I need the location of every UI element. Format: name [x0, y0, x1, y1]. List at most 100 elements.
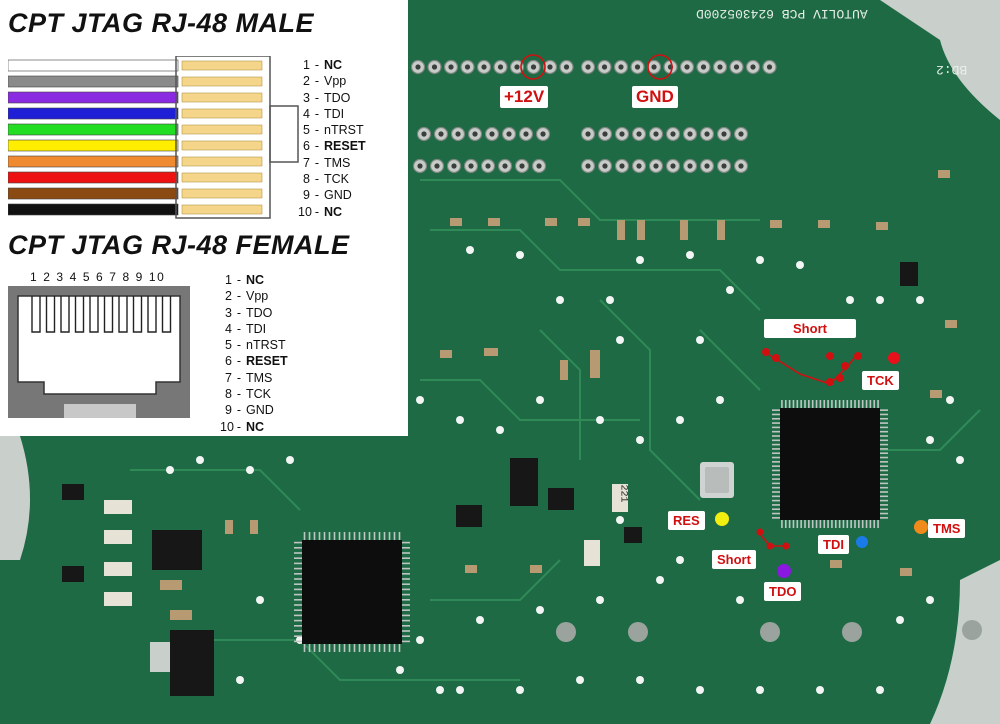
via: [456, 416, 464, 424]
wire-7: [8, 155, 179, 168]
header-row2-right-pin-center: [653, 131, 659, 137]
header-row3-right-pin-center: [721, 163, 727, 169]
pin-separator: -: [236, 403, 242, 418]
label-tms: TMS: [928, 519, 966, 538]
pin-number: 4: [303, 106, 310, 121]
heatsink-tab: [150, 642, 170, 672]
header-row2-left-pin-center: [489, 131, 495, 137]
mcu-lead: [880, 452, 888, 455]
mcu-lead: [402, 640, 410, 643]
header-row2-right-pin-center: [738, 131, 744, 137]
mcu-lead: [854, 520, 856, 528]
mcu-lead: [294, 578, 302, 580]
mcu-lead: [880, 456, 888, 459]
header-row1-left-pin-center: [497, 64, 504, 70]
jack-pin-3: [60, 296, 70, 333]
header-row3-right-pin-center: [687, 163, 693, 169]
header-row1-right-pin-center: [601, 64, 608, 70]
header-row2-left-pin-center: [421, 131, 427, 137]
via: [476, 616, 484, 624]
mcu-lead: [880, 417, 888, 420]
via: [636, 256, 644, 264]
mcu-lead: [772, 486, 780, 489]
mcu-lead: [842, 520, 845, 528]
header-row3-left-pin-center: [434, 163, 440, 169]
header-row1-left-pin-center: [563, 64, 570, 70]
header-row3-right-pin-center: [670, 163, 676, 169]
mcu-lead: [303, 644, 306, 652]
via: [946, 396, 954, 404]
header-row1-left-pin-center: [514, 64, 520, 70]
female-pin-5: 5-nTRST: [220, 337, 288, 353]
mcu-lead: [815, 400, 818, 408]
pin-number: 9: [225, 403, 232, 418]
mcu-lead: [854, 400, 856, 408]
mcu-lead: [811, 520, 814, 528]
via: [726, 286, 734, 294]
pin-separator: -: [236, 338, 242, 353]
pin-separator: -: [236, 289, 242, 304]
mcu-lead: [294, 562, 302, 565]
wire-6: [8, 139, 179, 152]
male-pin-1: 1-NC: [298, 57, 366, 73]
mcu-lead: [811, 400, 814, 408]
mcu-lead: [784, 400, 787, 408]
mcu-lead: [846, 520, 849, 528]
mcu-body: [780, 408, 880, 520]
mcu-lead: [772, 469, 780, 472]
via: [636, 676, 644, 684]
header-row3-left-pin-center: [485, 163, 491, 169]
mcu-lead: [402, 541, 410, 544]
header-row3-right-pin-center: [738, 163, 744, 169]
jack-pin-5: [89, 296, 99, 333]
mcu-lead: [834, 400, 837, 408]
mcu-lead: [402, 625, 410, 627]
header-row3-left-pin-center: [468, 163, 474, 169]
mcu-lead: [402, 630, 410, 632]
mcu-lead: [772, 422, 780, 424]
pin-name: Vpp: [246, 289, 269, 304]
header-row3-left-pin-center: [519, 163, 525, 169]
mcu-lead: [294, 547, 302, 549]
mcu-lead: [772, 478, 780, 480]
mcu-lead: [402, 562, 410, 565]
mcu-lead: [800, 400, 802, 408]
male-pin-9: 9-GND: [298, 187, 366, 203]
smd-components: [160, 170, 957, 620]
mcu-lead: [834, 520, 837, 528]
mcu-lead: [294, 593, 302, 596]
pin-name: nTRST: [246, 338, 286, 353]
male-pin-2: 2-Vpp: [298, 73, 366, 89]
mcu-lead: [772, 409, 780, 411]
via: [466, 246, 474, 254]
header-row1-right-pin-center: [717, 64, 723, 70]
jack-pin-10: [161, 296, 172, 333]
mcu-lead: [880, 517, 888, 519]
male-pin-6: 6-RESET: [298, 138, 366, 154]
mcu-lead: [861, 400, 864, 408]
header-row1-right-pin-center: [651, 64, 657, 70]
via: [576, 676, 584, 684]
mcu-body: [302, 540, 402, 644]
mcu-lead: [784, 520, 787, 528]
label-gnd: GND: [632, 86, 678, 108]
mcu-lead: [318, 532, 321, 540]
short-dots-bottom: [756, 528, 790, 550]
mcu-lead: [338, 532, 341, 540]
mcu-lead: [858, 520, 860, 528]
male-plug-latch: [269, 105, 299, 163]
header-row1-left-pin-center: [481, 64, 487, 70]
mcu-lead: [838, 400, 841, 408]
mcu-lead: [378, 644, 381, 652]
via: [656, 576, 664, 584]
mcu-lead: [792, 400, 795, 408]
header-row1-left-pin-center: [415, 64, 421, 70]
via: [596, 596, 604, 604]
contact-1: [181, 60, 263, 71]
mcu-lead: [880, 426, 888, 429]
v12-pin-highlight: [520, 54, 546, 80]
pin-number: 1: [303, 58, 310, 72]
pin-name: TDI: [246, 321, 267, 336]
via: [516, 251, 524, 259]
